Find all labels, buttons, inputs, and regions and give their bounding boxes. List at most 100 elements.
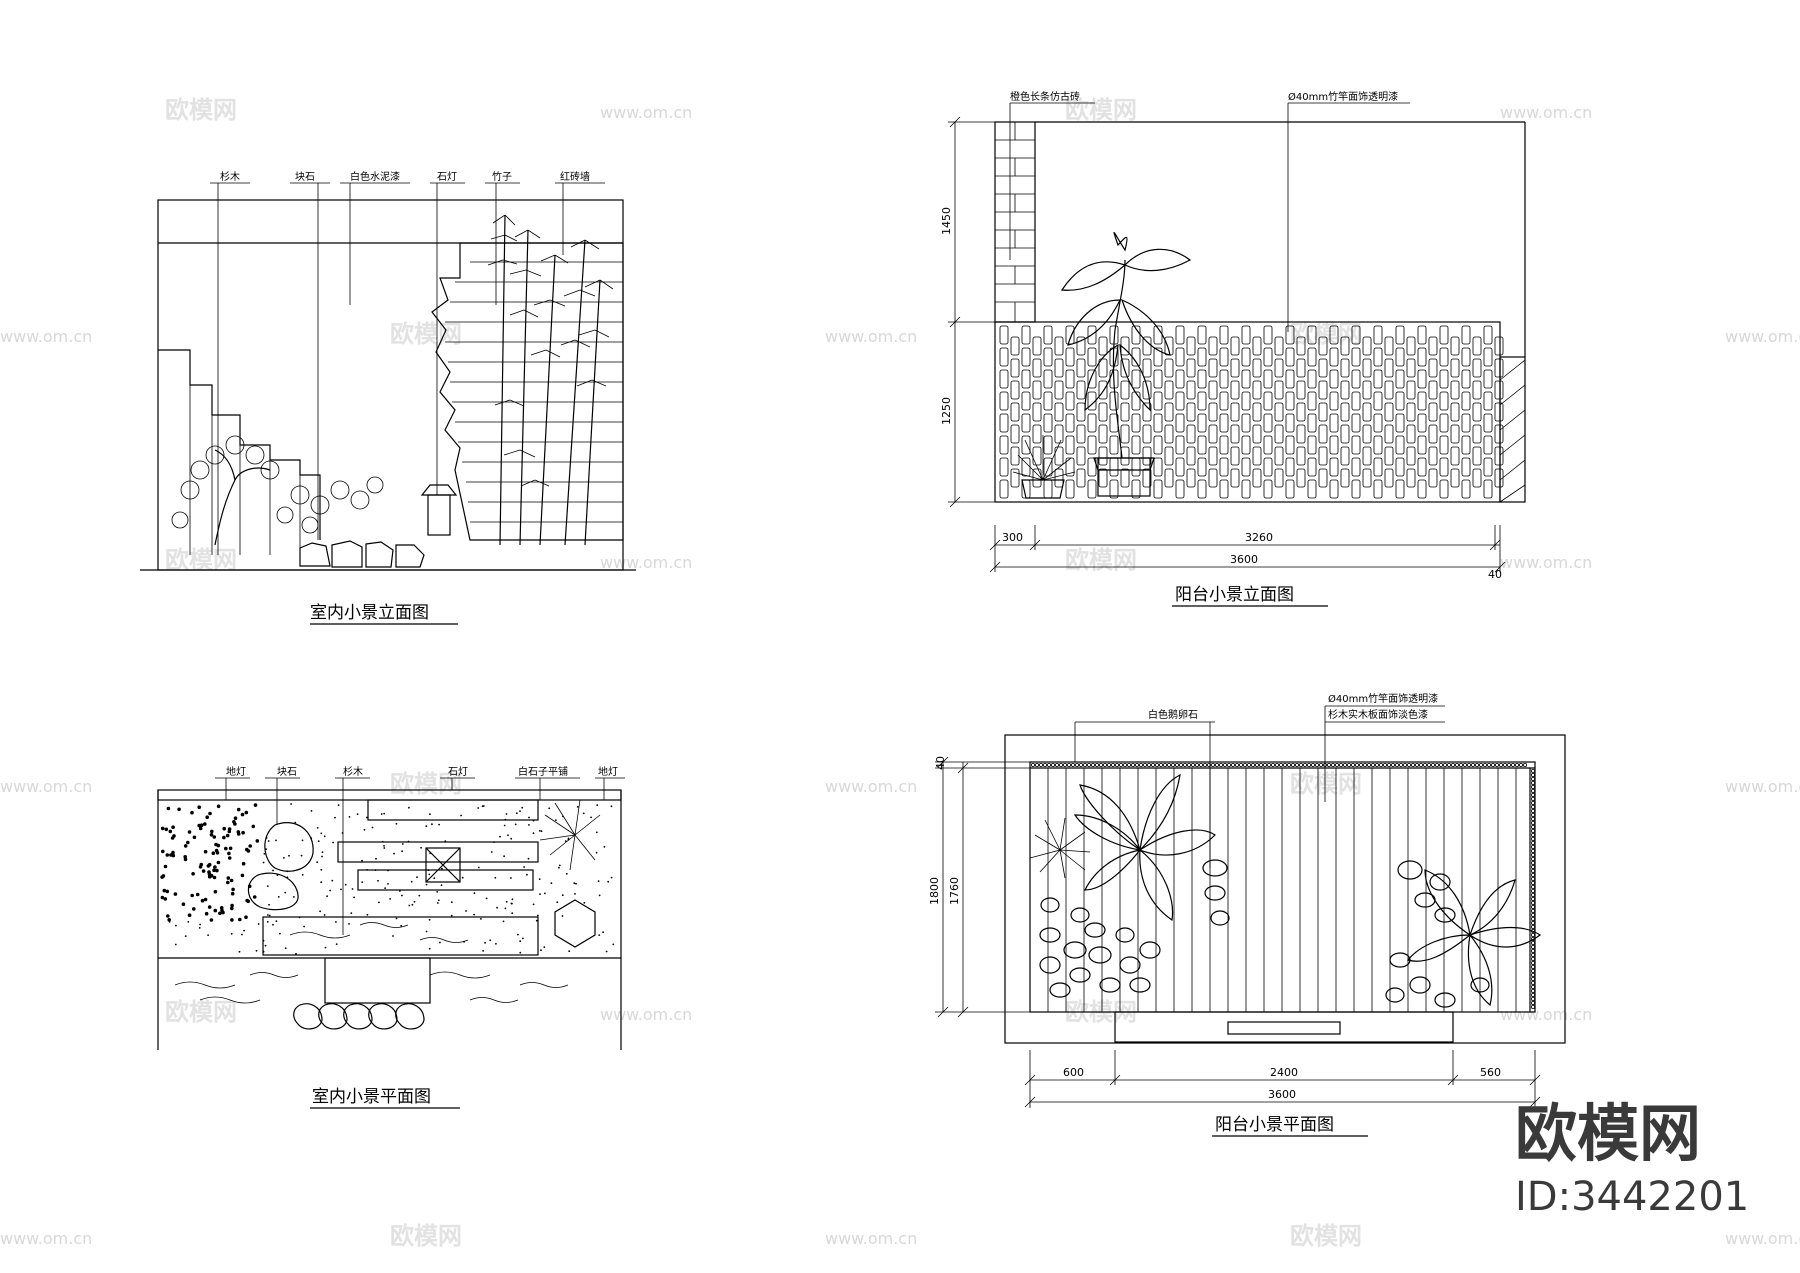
bamboo-slat xyxy=(1230,380,1240,400)
bamboo-pole-end xyxy=(1315,763,1320,768)
bamboo-slat xyxy=(1351,435,1361,455)
bamboo-pole-end xyxy=(1199,763,1204,768)
gravel-dot xyxy=(268,903,270,906)
watermark-site: www.om.cn xyxy=(825,327,917,346)
bamboo-slat xyxy=(1318,380,1328,400)
bamboo-pole-end xyxy=(1443,763,1448,768)
leader-lines xyxy=(1009,102,1410,332)
bamboo-slat xyxy=(1439,457,1449,477)
bamboo-slat xyxy=(1175,457,1185,477)
balcony-plan: 40 1800 1760 600 2400 560 3600 白色鹅卵石 Ø40… xyxy=(928,692,1566,1137)
gravel-dot xyxy=(198,865,203,869)
bamboo-slat xyxy=(1373,391,1383,411)
label: Ø40mm竹竿面饰透明漆 xyxy=(1328,692,1438,705)
bamboo-pole-end xyxy=(1167,763,1172,768)
bamboo-slat xyxy=(1318,446,1328,466)
gravel-dot xyxy=(393,852,395,855)
label: 橙色长条仿古砖 xyxy=(1010,90,1080,103)
gravel-dot xyxy=(187,830,192,834)
bamboo-slat xyxy=(1373,479,1383,499)
gravel-dot xyxy=(218,911,222,916)
gravel-dot xyxy=(161,874,166,878)
bamboo-slat xyxy=(1098,380,1108,400)
gravel-dot xyxy=(329,889,331,892)
bamboo-slat xyxy=(1153,391,1163,411)
bamboo-slat xyxy=(999,435,1009,455)
bamboo-slat xyxy=(1120,402,1130,422)
gravel-dot xyxy=(383,845,385,847)
bamboo-slat xyxy=(1318,336,1328,356)
bamboo-slat xyxy=(1164,424,1174,444)
bamboo-slat xyxy=(1021,347,1031,367)
bamboo-slat xyxy=(1142,446,1152,466)
bamboo-slat xyxy=(1120,468,1130,488)
bamboo-pole-end xyxy=(1447,763,1452,768)
bamboo-slat xyxy=(1351,457,1361,477)
bamboo-pole-end xyxy=(1191,763,1196,768)
bamboo-pole-end xyxy=(1123,763,1128,768)
bamboo-pole-end xyxy=(1451,763,1456,768)
gravel-dot xyxy=(265,848,267,851)
bamboo-pole-end xyxy=(1327,763,1332,768)
gravel-dot xyxy=(437,899,440,902)
gravel-dot xyxy=(348,923,350,925)
gravel-dot xyxy=(473,913,475,916)
bamboo-slat xyxy=(1252,446,1262,466)
bamboo-slat xyxy=(1142,424,1152,444)
gravel-dot xyxy=(440,884,443,886)
bamboo-slat xyxy=(1153,479,1163,499)
bamboo-slat xyxy=(1109,479,1119,499)
bamboo-slat xyxy=(1329,325,1339,345)
gravel-dot xyxy=(236,807,241,812)
bamboo-pole-end xyxy=(1435,763,1440,768)
tree-canopy-plan xyxy=(1406,869,1542,1007)
bamboo-slat xyxy=(1197,347,1207,367)
gravel-dot xyxy=(172,834,176,838)
bamboo-pole-end xyxy=(1531,805,1536,810)
gravel-dot xyxy=(543,946,546,948)
bamboo-slat xyxy=(1186,336,1196,356)
bamboo-pole-end xyxy=(1531,769,1536,774)
gravel-dot xyxy=(272,869,274,872)
bamboo-slat xyxy=(1175,369,1185,389)
bamboo-pole-end xyxy=(1531,1001,1536,1006)
gravel-dot xyxy=(171,825,175,829)
bamboo-pole-end xyxy=(1531,925,1536,930)
bamboo-slat xyxy=(1175,325,1185,345)
gravel-dot xyxy=(340,888,342,891)
bamboo-slat xyxy=(1351,325,1361,345)
gravel-dot xyxy=(230,918,234,922)
bamboo-pole-end xyxy=(1531,853,1536,858)
gravel-dot xyxy=(555,819,557,821)
pine-tree xyxy=(171,435,384,546)
gravel-dot xyxy=(303,925,305,928)
bamboo-slat xyxy=(1043,413,1053,433)
leader-lines xyxy=(1074,705,1445,868)
gravel-dot xyxy=(206,864,211,868)
bamboo-pole-end xyxy=(1411,763,1416,768)
rock-cluster xyxy=(299,540,425,568)
gravel-dot xyxy=(288,854,290,857)
watermark-site: www.om.cn xyxy=(0,1229,92,1248)
bamboo-slat xyxy=(1043,457,1053,477)
gravel-dot xyxy=(461,876,464,879)
bamboo-slat xyxy=(1065,435,1075,455)
gravel-dot xyxy=(201,869,206,873)
bamboo-slat xyxy=(1076,336,1086,356)
bamboo-slat xyxy=(1032,424,1042,444)
bamboo-slat xyxy=(1065,325,1075,345)
gravel-dot xyxy=(596,804,599,806)
gravel-dot xyxy=(425,883,428,886)
gravel-dot xyxy=(213,908,218,913)
bamboo-slat xyxy=(1483,325,1493,345)
bamboo-slat xyxy=(1395,325,1405,345)
bamboo-slat xyxy=(1406,446,1416,466)
bamboo-pole-end xyxy=(1467,763,1472,768)
bamboo-slat xyxy=(1175,347,1185,367)
gravel-dot xyxy=(207,934,210,936)
bamboo-pole-end xyxy=(1219,763,1224,768)
gravel-dot xyxy=(165,853,170,857)
bamboo-slat xyxy=(1087,413,1097,433)
gravel-dot xyxy=(252,895,257,899)
bamboo-pole-end xyxy=(1155,763,1160,768)
